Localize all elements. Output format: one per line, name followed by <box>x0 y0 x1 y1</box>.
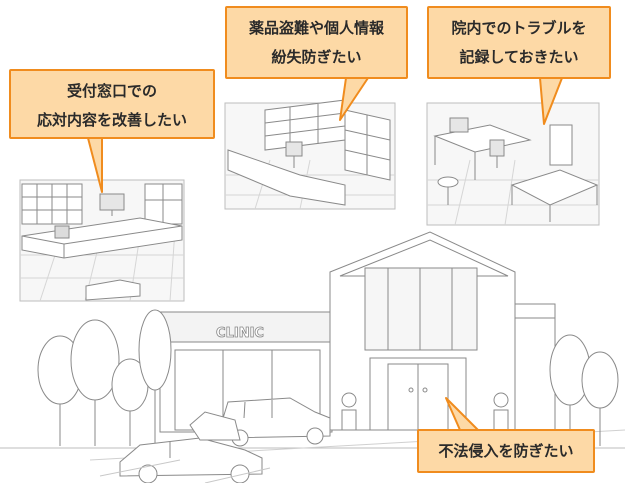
staffroom-scene <box>426 102 600 226</box>
pharmacy-scene <box>224 99 396 210</box>
callout-trouble-line-2: 記録しておきたい <box>459 48 579 66</box>
callout-intrusion-line-1: 不法侵入を防ぎたい <box>438 442 574 460</box>
callout-trouble-line-1: 院内でのトラブルを <box>451 19 587 37</box>
callout-reception-line-2: 応対内容を改善したい <box>36 111 187 129</box>
trees <box>37 309 619 446</box>
callout-pharmacy: 薬品盗難や個人情報 紛失防ぎたい <box>225 6 408 79</box>
callout-reception-line-1: 受付窓口での <box>66 82 157 100</box>
reception-scene <box>19 179 185 302</box>
building-sign: CLINIC <box>216 326 264 341</box>
callout-pharmacy-line-1: 薬品盗難や個人情報 <box>248 19 384 37</box>
callout-trouble: 院内でのトラブルを 記録しておきたい <box>427 6 611 79</box>
callout-pharmacy-line-2: 紛失防ぎたい <box>271 48 362 66</box>
cars <box>119 397 331 483</box>
callout-reception: 受付窓口での 応対内容を改善したい <box>9 69 215 139</box>
callout-intrusion: 不法侵入を防ぎたい <box>417 429 595 473</box>
